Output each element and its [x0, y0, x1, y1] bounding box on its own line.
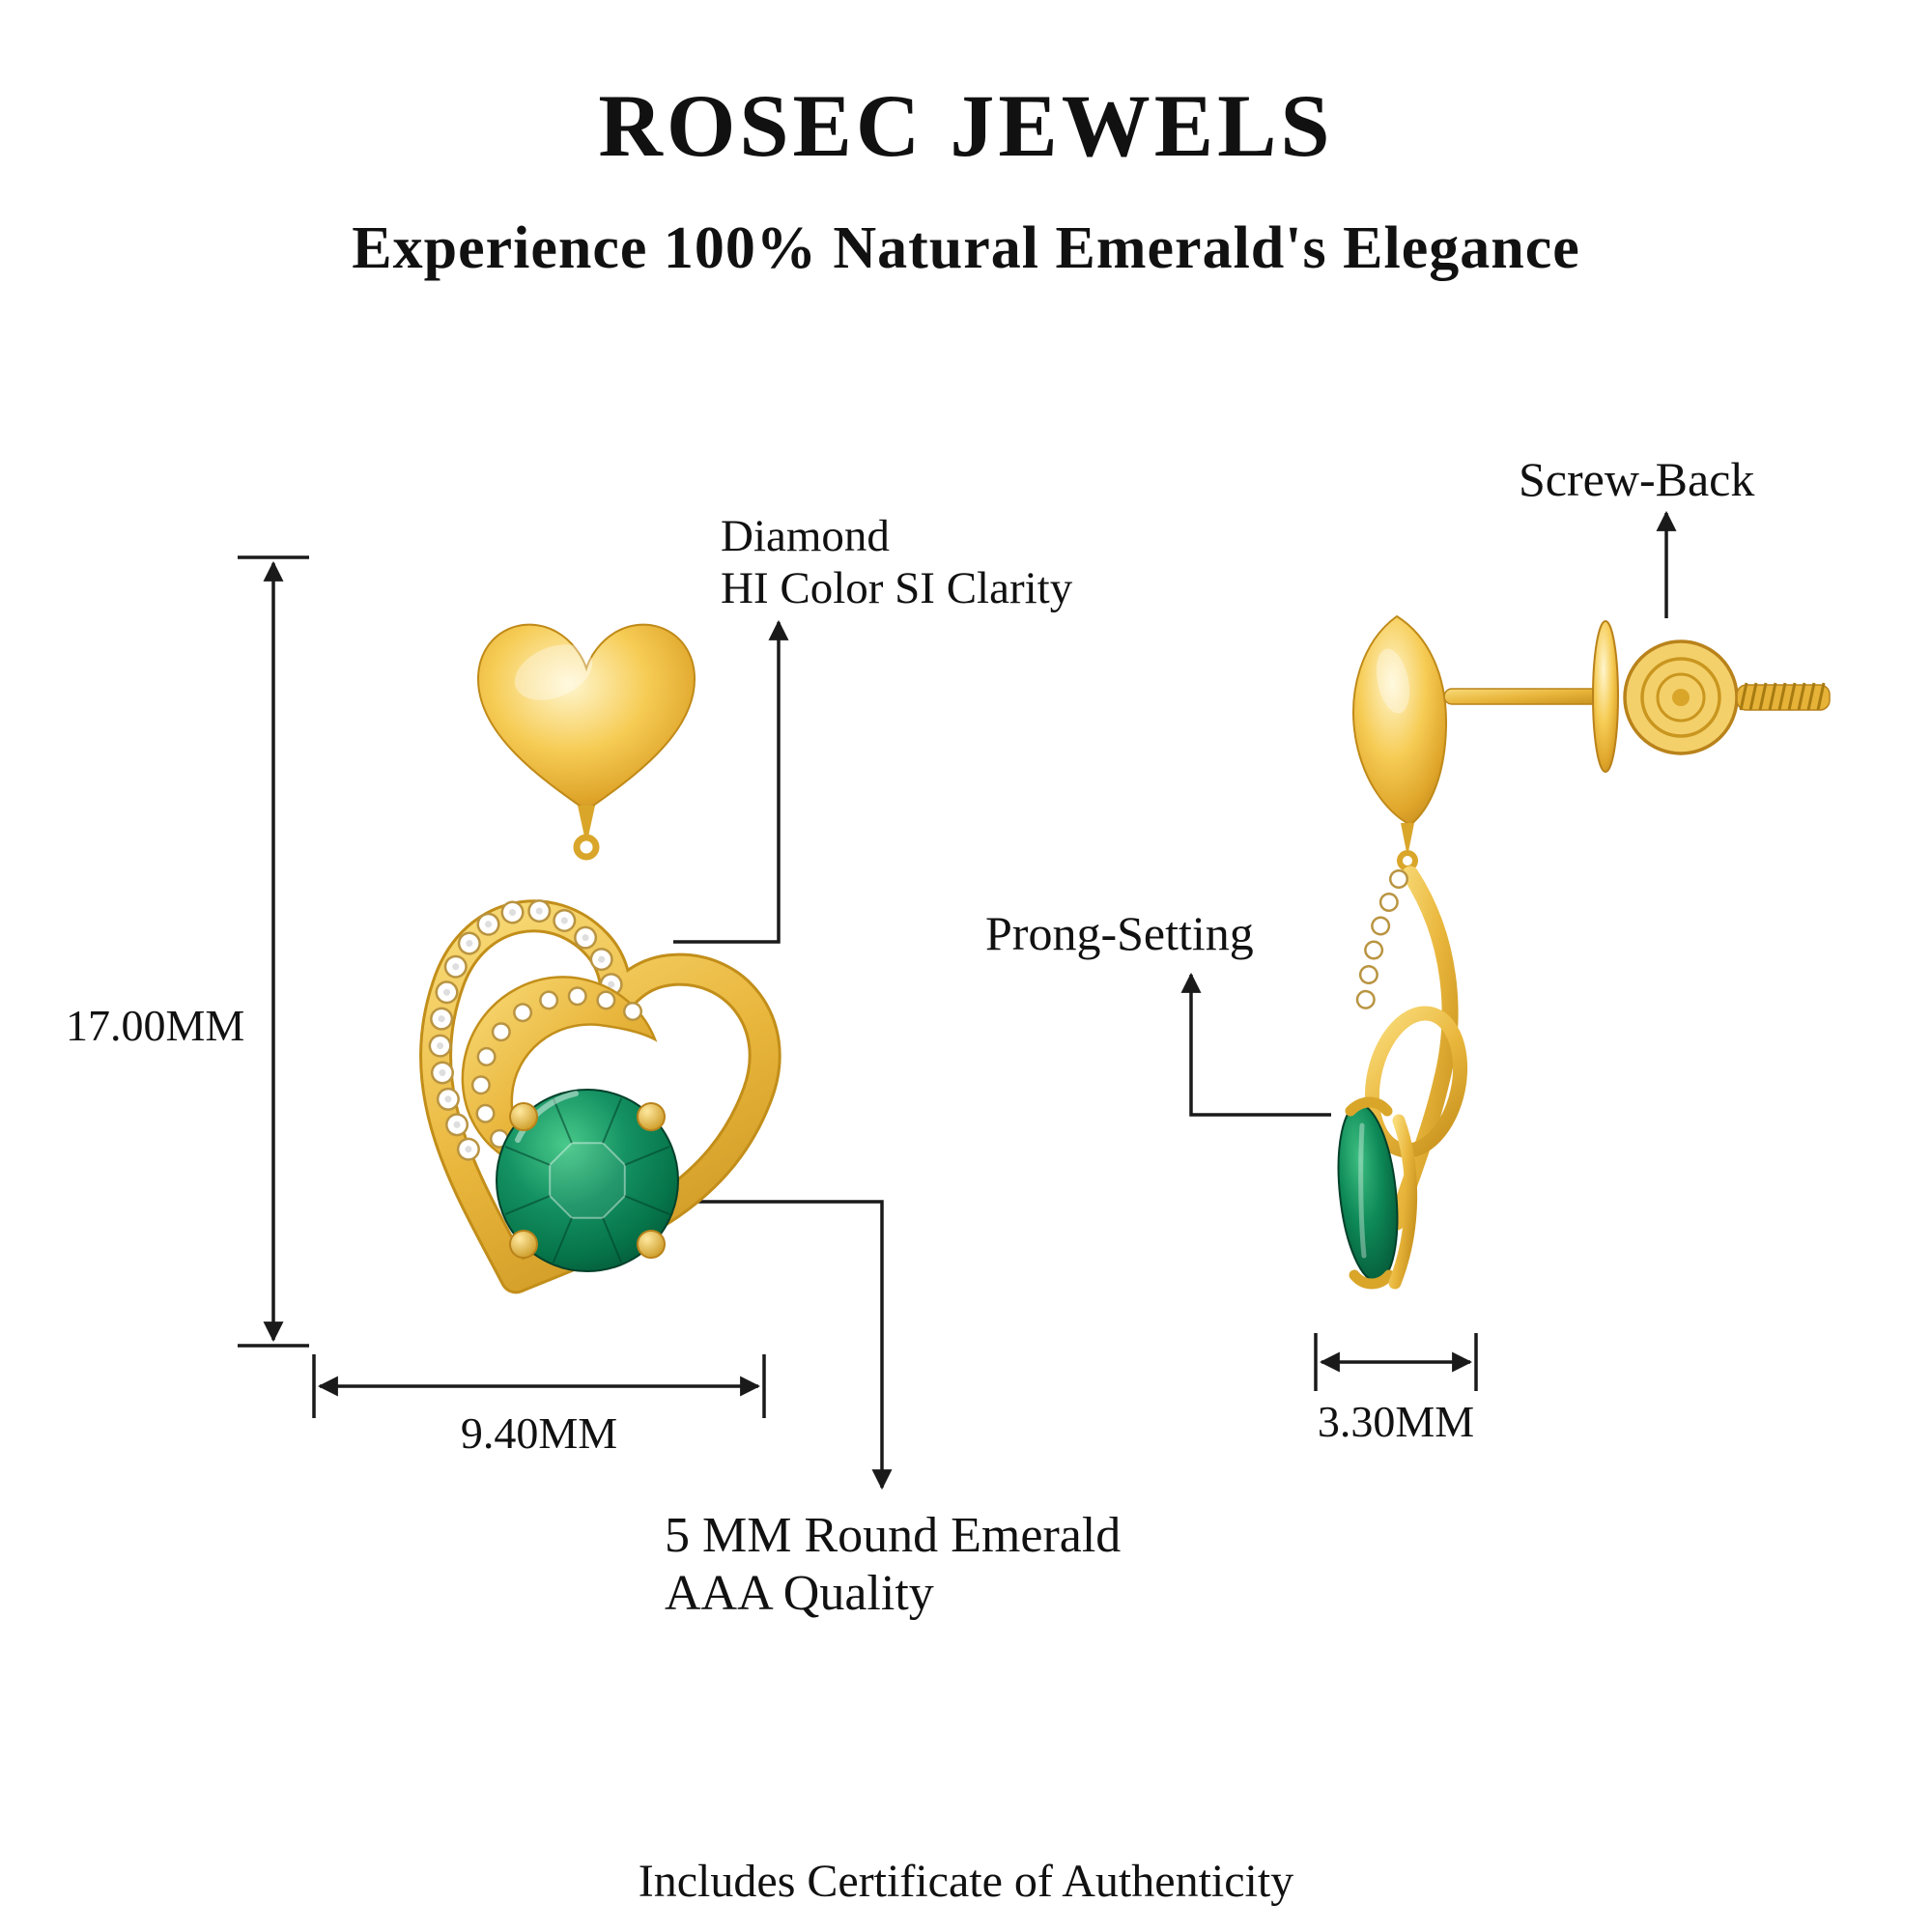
diamond-callout-line2: HI Color SI Clarity	[721, 563, 1073, 614]
height-dimension-label: 17.00MM	[66, 1001, 245, 1050]
prong-claws	[509, 1102, 666, 1259]
depth-dimension-label: 3.30MM	[1317, 1397, 1475, 1446]
side-pave-diamonds	[1355, 869, 1408, 1024]
emerald-side	[1337, 1103, 1399, 1283]
certificate-note: Includes Certificate of Authenticity	[638, 1856, 1294, 1907]
heart-stud	[476, 623, 696, 861]
ear-post	[1443, 688, 1605, 705]
stud-connector	[578, 806, 595, 837]
prong-callout-arrow	[1180, 972, 1331, 1117]
brand-title: ROSEC JEWELS	[598, 76, 1334, 175]
stud-side-connector	[1401, 823, 1414, 852]
side-connector-ring	[1397, 850, 1418, 871]
screwback-callout-label: Screw-Back	[1519, 452, 1755, 506]
height-dimension-line	[238, 555, 309, 1348]
emerald-callout-label: 5 MM Round Emerald AAA Quality	[665, 1507, 1121, 1623]
back-disc	[1592, 620, 1619, 773]
diamond-callout-label: Diamond HI Color SI Clarity	[721, 510, 1072, 614]
diamond-callout-arrow	[673, 619, 789, 944]
screw-threads	[1736, 682, 1831, 711]
dangle-heart	[419, 898, 781, 1294]
connector-ring	[573, 834, 600, 861]
prong-setting-callout-label: Prong-Setting	[985, 906, 1254, 960]
pave-diamonds	[428, 898, 625, 1180]
width-dimension-line	[312, 1354, 766, 1418]
depth-dimension-line	[1314, 1333, 1478, 1391]
emerald-callout-line2: AAA Quality	[665, 1565, 934, 1621]
emerald-callout-line1: 5 MM Round Emerald	[665, 1508, 1122, 1563]
prong-bottom	[1349, 1269, 1395, 1290]
emerald-callout-arrow	[682, 1200, 893, 1491]
earring-front-view	[419, 623, 781, 1294]
dangle-side-profile	[1337, 866, 1468, 1290]
tagline: Experience 100% Natural Emerald's Elegan…	[352, 215, 1580, 281]
diamond-callout-line1: Diamond	[721, 511, 890, 561]
earring-side-view	[1337, 614, 1831, 1290]
width-dimension-label: 9.40MM	[460, 1408, 618, 1458]
prong-top	[1345, 1096, 1393, 1117]
emerald-stone	[496, 1089, 679, 1272]
screw-back-nut	[1592, 620, 1831, 773]
stud-side-profile	[1352, 614, 1448, 871]
